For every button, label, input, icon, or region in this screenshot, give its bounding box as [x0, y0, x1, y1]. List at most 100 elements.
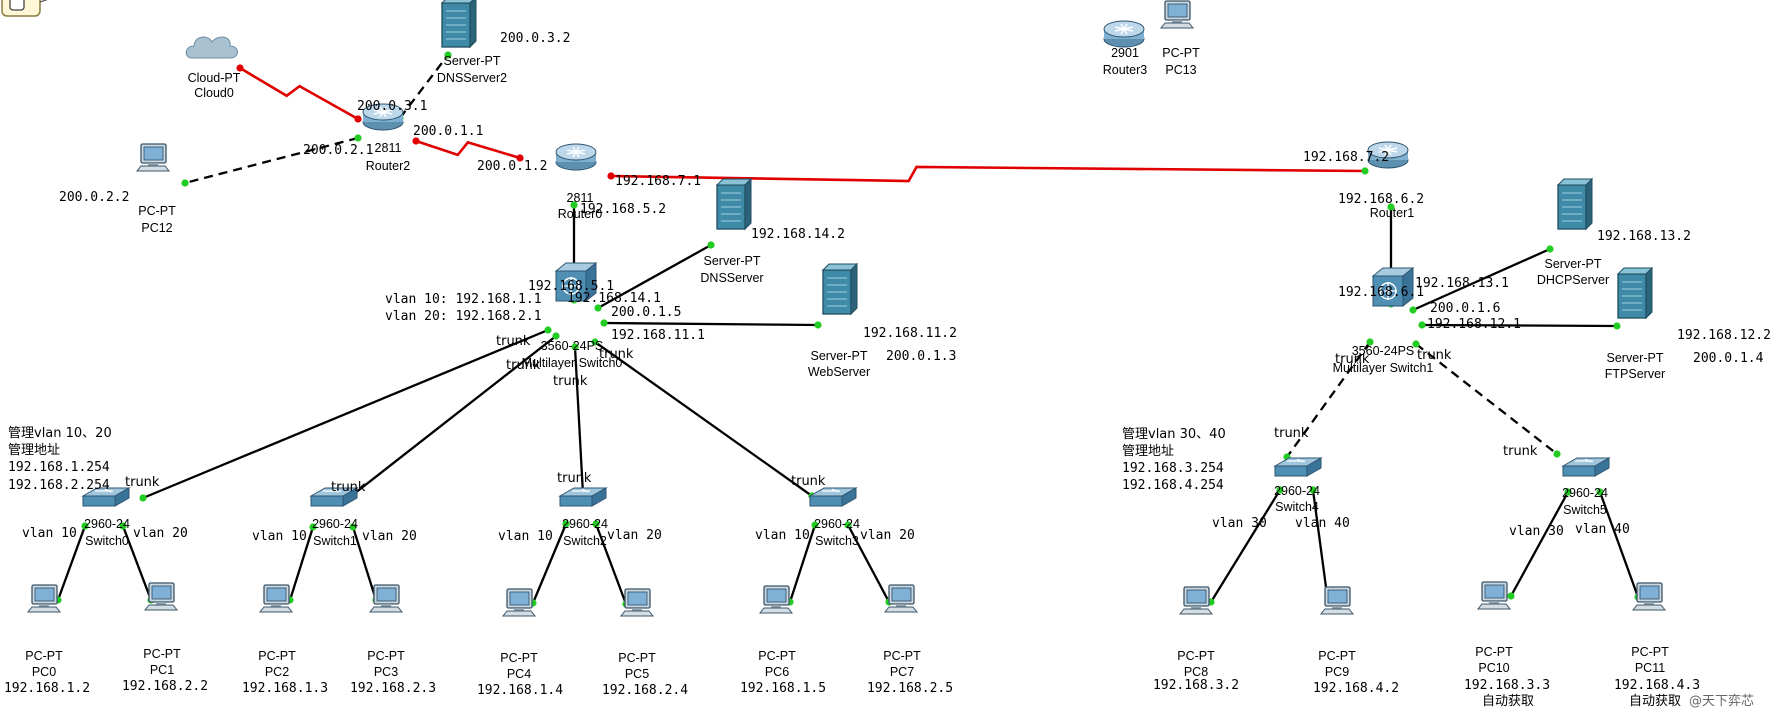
link-mls1-dhcpserver[interactable] [1409, 245, 1554, 314]
pc-icon[interactable] [258, 584, 294, 613]
label-pc12-ip: 200.0.2.2 [59, 190, 129, 205]
pc-icon[interactable] [135, 143, 171, 172]
device-name-label: PC13 [1165, 63, 1196, 77]
link-router0-router1[interactable] [607, 165, 1369, 183]
link-mls0-switch3[interactable] [591, 338, 816, 500]
link-mls1-ftpserver[interactable] [1418, 321, 1621, 330]
mlswitch-icon[interactable] [554, 261, 598, 303]
link-router2-router0[interactable] [412, 137, 524, 162]
server-icon[interactable] [715, 177, 753, 231]
device-model-label: Server-PT [1607, 351, 1664, 365]
label-sw1-trunk: trunk [331, 480, 366, 495]
router-icon[interactable] [555, 143, 597, 171]
device-name-label: Switch5 [1563, 503, 1607, 517]
pc-icon[interactable] [1631, 582, 1667, 611]
server-icon[interactable] [1556, 177, 1594, 231]
pc-icon[interactable] [1178, 586, 1214, 615]
link-mls1-switch5[interactable] [1412, 340, 1561, 458]
pc-icon[interactable] [883, 584, 919, 613]
router-icon[interactable] [362, 103, 404, 131]
label-ftpserver-ip: 192.168.12.2 [1677, 328, 1771, 343]
switch-icon[interactable] [1561, 457, 1611, 477]
device-name-label: Switch4 [1275, 500, 1319, 514]
label-mls0-ip-pub: 200.0.1.5 [611, 305, 681, 320]
router-icon[interactable] [1103, 20, 1145, 48]
device-ip-label: 192.168.4.3 [1614, 678, 1700, 693]
device-model-label: PC-PT [143, 647, 181, 661]
label-r1-ip-left: 192.168.7.2 [1303, 150, 1389, 165]
switch-icon[interactable] [81, 487, 131, 507]
switch-icon[interactable] [309, 487, 359, 507]
server-icon[interactable] [1616, 266, 1654, 320]
router-icon[interactable] [1367, 141, 1409, 169]
device-name-label: PC9 [1325, 665, 1349, 679]
device-model-label: PC-PT [1318, 649, 1356, 663]
toolbar-palette-icon[interactable] [1, 0, 58, 17]
switch-icon[interactable] [558, 487, 608, 507]
label-mls0-trunk-b: trunk [506, 358, 541, 373]
mlswitch-icon[interactable] [1371, 266, 1415, 308]
link-mls0-switch0[interactable] [139, 326, 552, 502]
device-ip-label: 192.168.1.4 [477, 683, 563, 698]
switch-icon[interactable] [808, 487, 858, 507]
device-ip-label: 192.168.2.2 [122, 679, 208, 694]
switch-icon[interactable] [1273, 457, 1323, 477]
pc-icon[interactable] [501, 588, 537, 617]
pc-icon[interactable] [1159, 0, 1195, 29]
pc-icon[interactable] [143, 582, 179, 611]
link-switch5-pc10[interactable] [1507, 488, 1572, 600]
cloud-icon[interactable] [185, 36, 238, 59]
link-mls0-dnsserver[interactable] [594, 241, 715, 312]
link-switch4-pc8[interactable] [1207, 486, 1284, 606]
pc-icon[interactable] [619, 588, 655, 617]
label-r0-ip-down: 192.168.5.2 [580, 202, 666, 217]
link-cloud0-router2[interactable] [236, 64, 362, 123]
router1[interactable]: Router1 [1367, 141, 1414, 220]
label-sw4-v40: vlan 40 [1295, 516, 1350, 531]
link-router2-pc12[interactable] [181, 134, 362, 187]
pc-icon[interactable] [1476, 581, 1512, 610]
label-r0-ip-left: 200.0.1.2 [477, 159, 547, 174]
pc-icon[interactable] [758, 585, 794, 614]
label-webserver-pub: 200.0.1.3 [886, 349, 956, 364]
device-model-label: PC-PT [618, 651, 656, 665]
pc-icon[interactable] [368, 584, 404, 613]
server-icon[interactable] [821, 262, 859, 316]
link-mls0-webserver[interactable] [600, 319, 822, 329]
server-icon[interactable] [440, 0, 477, 49]
pc-icon[interactable] [1319, 586, 1355, 615]
pc-icon[interactable] [26, 584, 62, 613]
